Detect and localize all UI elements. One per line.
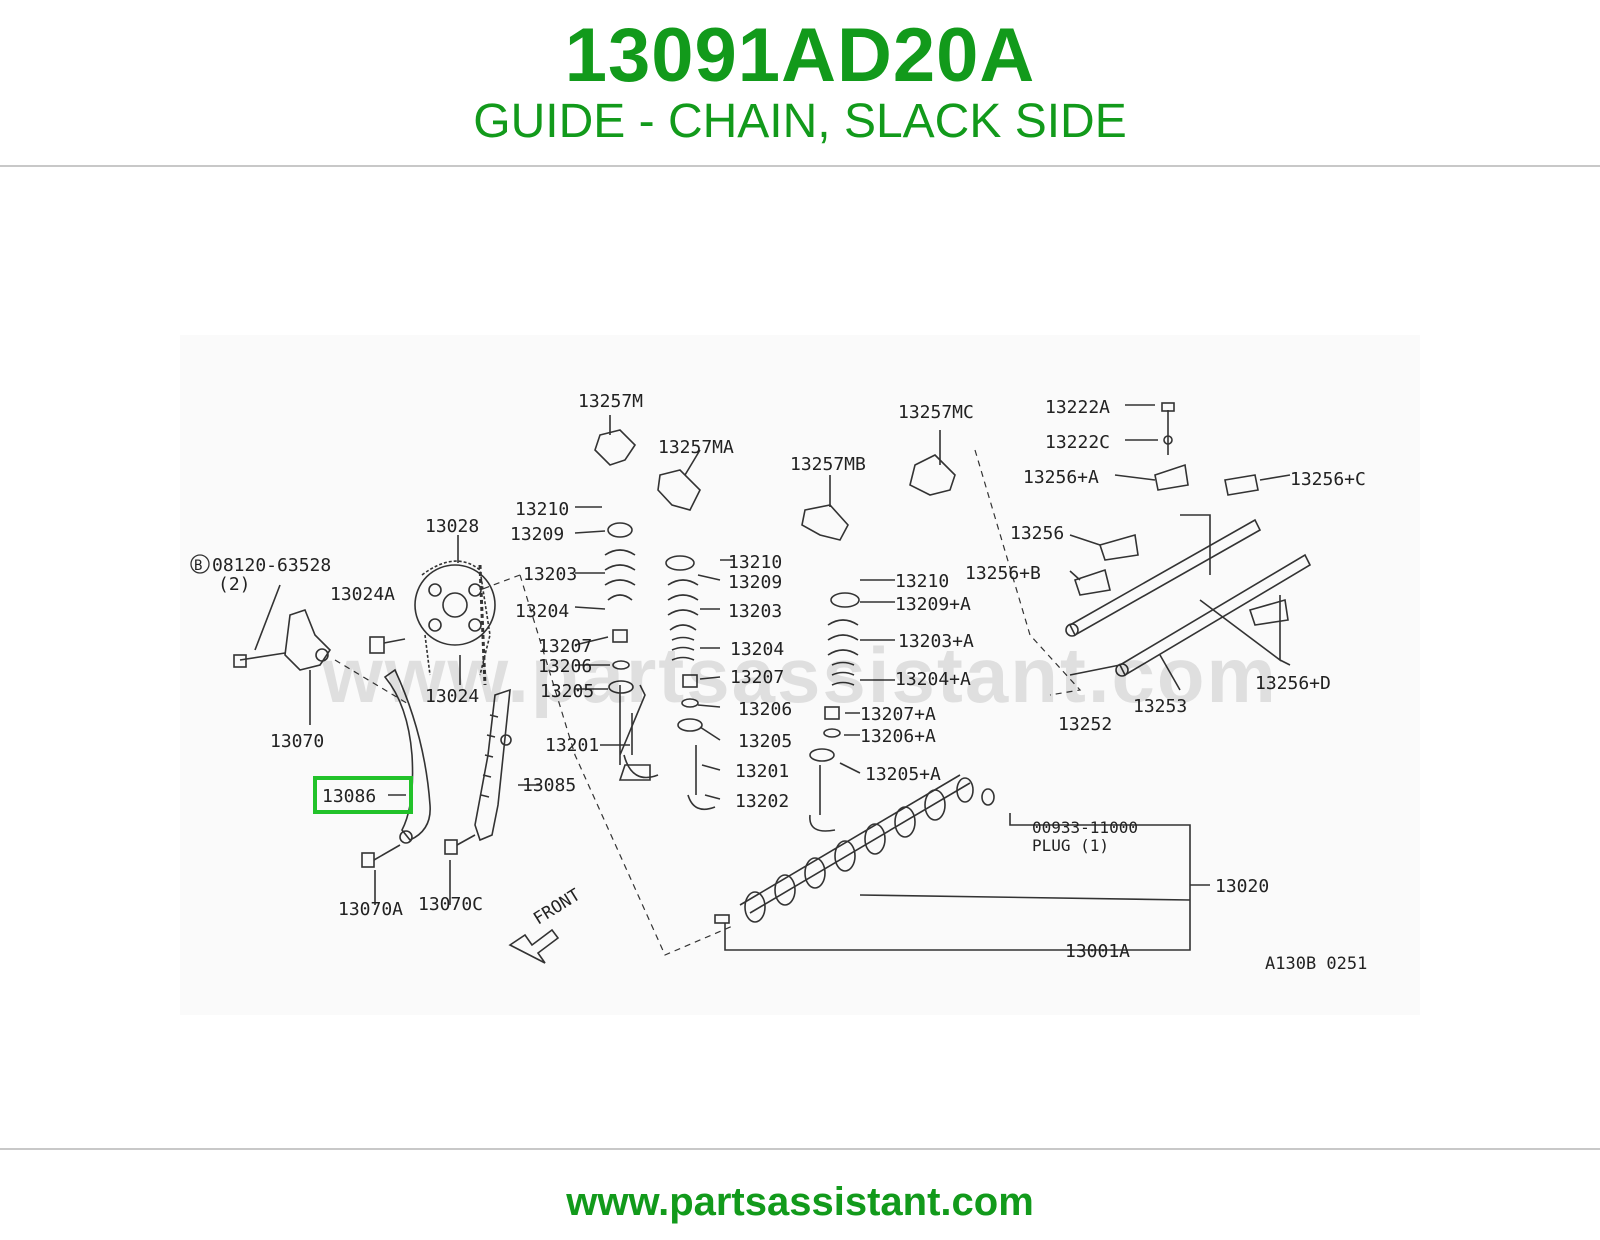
callout-plug-part: 00933-11000 bbox=[1032, 818, 1138, 837]
callout-13210-right: 13210 bbox=[895, 571, 949, 592]
callout-13253: 13253 bbox=[1133, 696, 1187, 717]
callout-13257ma: 13257MA bbox=[658, 437, 734, 458]
callout-13024: 13024 bbox=[425, 686, 479, 707]
callout-13256-plus-b: 13256+B bbox=[965, 563, 1041, 584]
front-marker: FRONT bbox=[530, 885, 584, 929]
callout-13202: 13202 bbox=[735, 791, 789, 812]
callout-13085: 13085 bbox=[522, 775, 576, 796]
footer-divider bbox=[0, 1148, 1600, 1150]
callout-13204-plus-a: 13204+A bbox=[895, 669, 971, 690]
callout-13252: 13252 bbox=[1058, 714, 1112, 735]
callout-13256-plus-a: 13256+A bbox=[1023, 467, 1099, 488]
callout-13210-mid: 13210 bbox=[728, 552, 782, 573]
callout-13206-plus-a: 13206+A bbox=[860, 726, 936, 747]
callout-13070a: 13070A bbox=[338, 899, 403, 920]
callout-13209-plus-a: 13209+A bbox=[895, 594, 971, 615]
header-divider bbox=[0, 165, 1600, 167]
callout-13204-mid: 13204 bbox=[730, 639, 784, 660]
callout-13201-mid: 13201 bbox=[735, 761, 789, 782]
callout-13206-mid: 13206 bbox=[738, 699, 792, 720]
callout-13222c: 13222C bbox=[1045, 432, 1110, 453]
callout-13207-mid: 13207 bbox=[730, 667, 784, 688]
bolt-ref-qty: (2) bbox=[218, 574, 251, 595]
callout-13205-left: 13205 bbox=[540, 681, 594, 702]
callout-13256-plus-d: 13256+D bbox=[1255, 673, 1331, 694]
exploded-view-drawing: 13257M 13257MA 13257MB 13257MC 13222A 13… bbox=[190, 391, 1367, 974]
callout-13020: 13020 bbox=[1215, 876, 1269, 897]
callout-13070c: 13070C bbox=[418, 894, 483, 915]
callout-13205-plus-a: 13205+A bbox=[865, 764, 941, 785]
callout-13201-left: 13201 bbox=[545, 735, 599, 756]
callout-13257mb: 13257MB bbox=[790, 454, 866, 475]
callout-13203-mid: 13203 bbox=[728, 601, 782, 622]
callout-13086-highlighted[interactable]: 13086 bbox=[322, 786, 376, 807]
part-number-title: 13091AD20A bbox=[564, 13, 1036, 98]
bolt-ref-badge: B bbox=[194, 558, 202, 574]
callout-13257mc: 13257MC bbox=[898, 402, 974, 423]
callout-13207-plus-a: 13207+A bbox=[860, 704, 936, 725]
page-header: 13091AD20A GUIDE - CHAIN, SLACK SIDE bbox=[0, 0, 1600, 170]
callout-13209-mid: 13209 bbox=[728, 572, 782, 593]
part-description: GUIDE - CHAIN, SLACK SIDE bbox=[473, 95, 1127, 148]
watermark: www.partsassistant.com bbox=[322, 631, 1278, 719]
parts-diagram: 13257M 13257MA 13257MB 13257MC 13222A 13… bbox=[180, 335, 1420, 1015]
callout-13206-left: 13206 bbox=[538, 656, 592, 677]
callout-13203-plus-a: 13203+A bbox=[898, 631, 974, 652]
footer-url-link[interactable]: www.partsassistant.com bbox=[566, 1180, 1034, 1224]
callout-13222a: 13222A bbox=[1045, 397, 1110, 418]
callout-13070: 13070 bbox=[270, 731, 324, 752]
callout-13257m: 13257M bbox=[578, 391, 643, 412]
callout-13256-plus-c: 13256+C bbox=[1290, 469, 1366, 490]
callout-13028: 13028 bbox=[425, 516, 479, 537]
callout-13205-mid: 13205 bbox=[738, 731, 792, 752]
plug-label: PLUG (1) bbox=[1032, 836, 1109, 855]
drawing-code: A130B 0251 bbox=[1265, 954, 1367, 974]
callout-13001a: 13001A bbox=[1065, 941, 1130, 962]
callout-13256: 13256 bbox=[1010, 523, 1064, 544]
callout-13024a: 13024A bbox=[330, 584, 395, 605]
callout-13209-left: 13209 bbox=[510, 524, 564, 545]
callout-13203-left: 13203 bbox=[523, 564, 577, 585]
callout-bolt-ref: 08120-63528 bbox=[212, 555, 331, 576]
callout-13210-left: 13210 bbox=[515, 499, 569, 520]
callout-13207-left: 13207 bbox=[538, 636, 592, 657]
callout-13204-left: 13204 bbox=[515, 601, 569, 622]
highlight-box bbox=[313, 776, 413, 814]
